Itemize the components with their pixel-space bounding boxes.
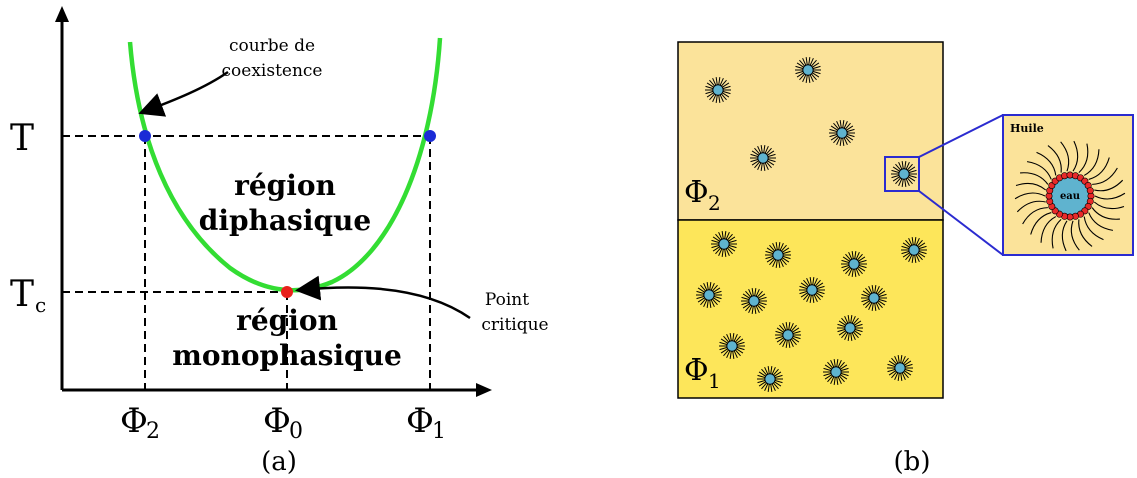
micelle-droplet	[861, 285, 887, 311]
critical-label-2: critique	[481, 315, 548, 335]
critical-arrow	[295, 275, 471, 320]
critical-point	[281, 286, 293, 298]
zoom-line-bottom	[918, 190, 1004, 256]
phase-lower-label: Φ	[684, 353, 709, 388]
phase-upper-sub: 2	[708, 191, 721, 215]
zoom-source-box	[884, 156, 920, 192]
micelle-droplet	[741, 288, 767, 314]
micelle-droplet	[891, 161, 917, 187]
panel-b: Huile eau Φ 2 Φ 1 (b)	[677, 41, 1134, 477]
caption-a: (a)	[261, 447, 297, 477]
x-label-phi1: Φ	[406, 401, 434, 441]
region-diphasic-1: région	[234, 169, 336, 202]
zoom-oil-label: Huile	[1010, 122, 1044, 135]
y-label-Tc: T	[10, 274, 34, 315]
micelle-droplet	[719, 333, 745, 359]
critical-label-1: Point	[485, 290, 529, 310]
zoom-water-label: eau	[1060, 191, 1080, 202]
droplets-layer	[696, 57, 927, 392]
point-T-right	[424, 130, 436, 142]
micelle-droplet	[765, 242, 791, 268]
micelle-droplet	[711, 231, 737, 257]
micelle-droplet	[696, 282, 722, 308]
micelle-droplet	[901, 237, 927, 263]
y-label-Tc-sub: c	[35, 293, 46, 317]
region-mono-2: monophasique	[172, 339, 402, 372]
micelle-droplet	[823, 359, 849, 385]
guide-lines	[62, 135, 431, 390]
y-axis-arrow-icon	[55, 6, 69, 22]
x-axis-arrow-icon	[476, 383, 492, 397]
phase-upper-label: Φ	[684, 175, 709, 210]
region-diphasic-2: diphasique	[199, 204, 371, 237]
region-mono-1: région	[236, 304, 338, 337]
x-label-phi0-sub: 0	[289, 419, 303, 444]
micelle-droplet	[750, 145, 776, 171]
point-T-left	[139, 130, 151, 142]
x-label-phi0: Φ	[263, 401, 291, 441]
coexistence-label-1: courbe de	[229, 36, 315, 56]
caption-b: (b)	[894, 447, 931, 477]
coexistence-arrow	[138, 70, 229, 117]
micelle-droplet	[837, 315, 863, 341]
micelle-droplet	[757, 366, 783, 392]
x-label-phi1-sub: 1	[432, 419, 446, 444]
coexistence-label-2: coexistence	[222, 61, 323, 81]
panel-a: T T c Φ 2 Φ 0 Φ 1 courbe de coexistence …	[10, 6, 549, 477]
micelle-droplet	[795, 57, 821, 83]
micelle-droplet	[775, 322, 801, 348]
micelle-droplet	[705, 77, 731, 103]
micelle-droplet	[841, 251, 867, 277]
micelle-droplet	[887, 355, 913, 381]
micelle-droplet	[799, 277, 825, 303]
y-label-T: T	[10, 118, 34, 159]
micelle-droplet	[829, 120, 855, 146]
x-label-phi2-sub: 2	[146, 419, 160, 444]
zoom-line-top	[918, 114, 1004, 158]
zoom-droplet	[1014, 140, 1126, 252]
phase-lower-sub: 1	[708, 369, 721, 393]
x-label-phi2: Φ	[120, 401, 148, 441]
